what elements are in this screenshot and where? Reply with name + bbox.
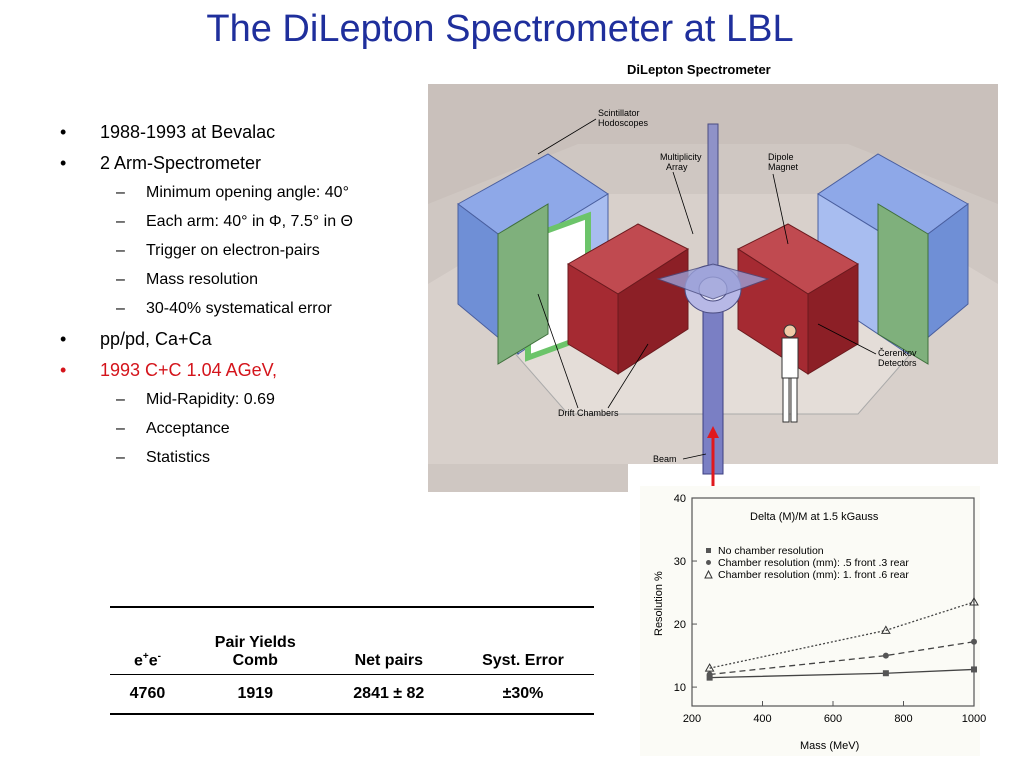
dipole-label-line1: Dipole: [768, 152, 794, 162]
header-syst-error: Syst. Error: [482, 652, 564, 669]
cerenkov-label-line2: Detectors: [878, 358, 917, 368]
label-leaders: [537, 118, 877, 460]
series-1-point: [706, 674, 713, 681]
y-tick-label: 10: [674, 682, 686, 694]
person-figure: [781, 324, 799, 423]
chart-ylabel: Resolution %: [653, 571, 665, 636]
cell-syst-error: ±30%: [502, 685, 544, 702]
drift-label: Drift Chambers: [558, 408, 619, 418]
sub-bullet-item: Statistics: [60, 445, 420, 474]
sub-bullet-item: Trigger on electron-pairs: [60, 238, 420, 267]
sub-bullet-item: Mass resolution: [60, 267, 420, 296]
series-1-point: [882, 670, 889, 677]
series-2-point: [971, 638, 977, 645]
legend-marker-3: [704, 569, 713, 579]
chart-background: [640, 486, 980, 756]
legend-entry: Chamber resolution (mm): .5 front .3 rea…: [718, 557, 909, 569]
series-3-point: [704, 663, 715, 672]
header-comb-label: Comb: [232, 652, 278, 669]
right-detector-arm: [817, 153, 969, 365]
bullet-item: 1988-1993 at Bevalac: [60, 118, 420, 149]
beam-label: Beam: [653, 454, 677, 464]
dipole-label-line2: Magnet: [768, 162, 799, 172]
figure-caption: DiLepton Spectrometer: [627, 62, 771, 77]
cell-net-pairs: 2841 ± 82: [353, 685, 425, 702]
series-2-point: [706, 671, 713, 678]
sub-bullet-item: Acceptance: [60, 416, 420, 445]
x-tick-label: 1000: [962, 713, 986, 725]
mult-label-line2: Array: [666, 162, 688, 172]
sub-bullet-item: 30-40% systematical error: [60, 296, 420, 325]
x-tick-label: 600: [824, 713, 842, 725]
series-2-point: [882, 652, 889, 659]
spectrometer-figure: Scintillator Hodoscopes Multiplicity Arr…: [428, 84, 998, 492]
bullet-item: 2 Arm-Spectrometer: [60, 149, 420, 180]
x-tick-label: 400: [753, 713, 771, 725]
chart-title: Delta (M)/M at 1.5 kGauss: [750, 511, 879, 523]
resolution-chart: 200 400 600 800 1000 10 20 30 40 No chamber reso…: [640, 486, 986, 756]
y-tick-label: 30: [674, 556, 686, 568]
bullet-list: 1988-1993 at Bevalac2 Arm-SpectrometerMi…: [60, 118, 420, 474]
sub-bullet-item: Each arm: 40° in Φ, 7.5° in Θ: [60, 209, 420, 238]
header-pair-yields: Pair Yields: [214, 634, 296, 651]
left-detector-arm: [457, 153, 609, 365]
series-3-point: [969, 596, 979, 606]
legend-marker-2: [706, 560, 711, 565]
slide-title: The DiLepton Spectrometer at LBL: [206, 8, 794, 50]
series-3-point: [881, 625, 891, 634]
x-tick-label: 200: [683, 713, 701, 725]
cerenkov-label-line1: Čerenkov: [878, 348, 917, 358]
mult-label-line1: Multiplicity: [660, 152, 702, 162]
series-1-point: [971, 666, 977, 673]
table-row: 4760 1919 2841 ± 82 ±30%: [110, 675, 594, 714]
legend-entry: No chamber resolution: [718, 545, 824, 557]
header-net-pairs: Net pairs: [354, 652, 424, 669]
legend-entry: Chamber resolution (mm): 1. front .6 rea…: [718, 569, 909, 581]
sub-bullet-item: Minimum opening angle: 40°: [60, 180, 420, 209]
y-tick-label: 20: [674, 619, 686, 631]
beam-arrowhead: [707, 426, 719, 438]
scint-label-line2: Hodoscopes: [598, 118, 649, 128]
y-tick-label: 40: [674, 493, 686, 505]
header-ee: e+e-: [133, 650, 161, 669]
cell-comb: 1919: [237, 685, 274, 702]
sub-bullet-item: Mid-Rapidity: 0.69: [60, 387, 420, 416]
bullet-item: 1993 C+C 1.04 AGeV,: [60, 356, 420, 387]
scint-label-line1: Scintillator: [598, 108, 640, 118]
chart-xlabel: Mass (MeV): [800, 740, 859, 752]
legend-marker-1: [706, 548, 711, 553]
x-tick-label: 800: [894, 713, 912, 725]
bullet-item: pp/pd, Ca+Ca: [60, 325, 420, 356]
beam-pipe: [656, 123, 770, 475]
cell-ee: 4760: [129, 685, 166, 702]
series-line-3: [709, 601, 975, 669]
